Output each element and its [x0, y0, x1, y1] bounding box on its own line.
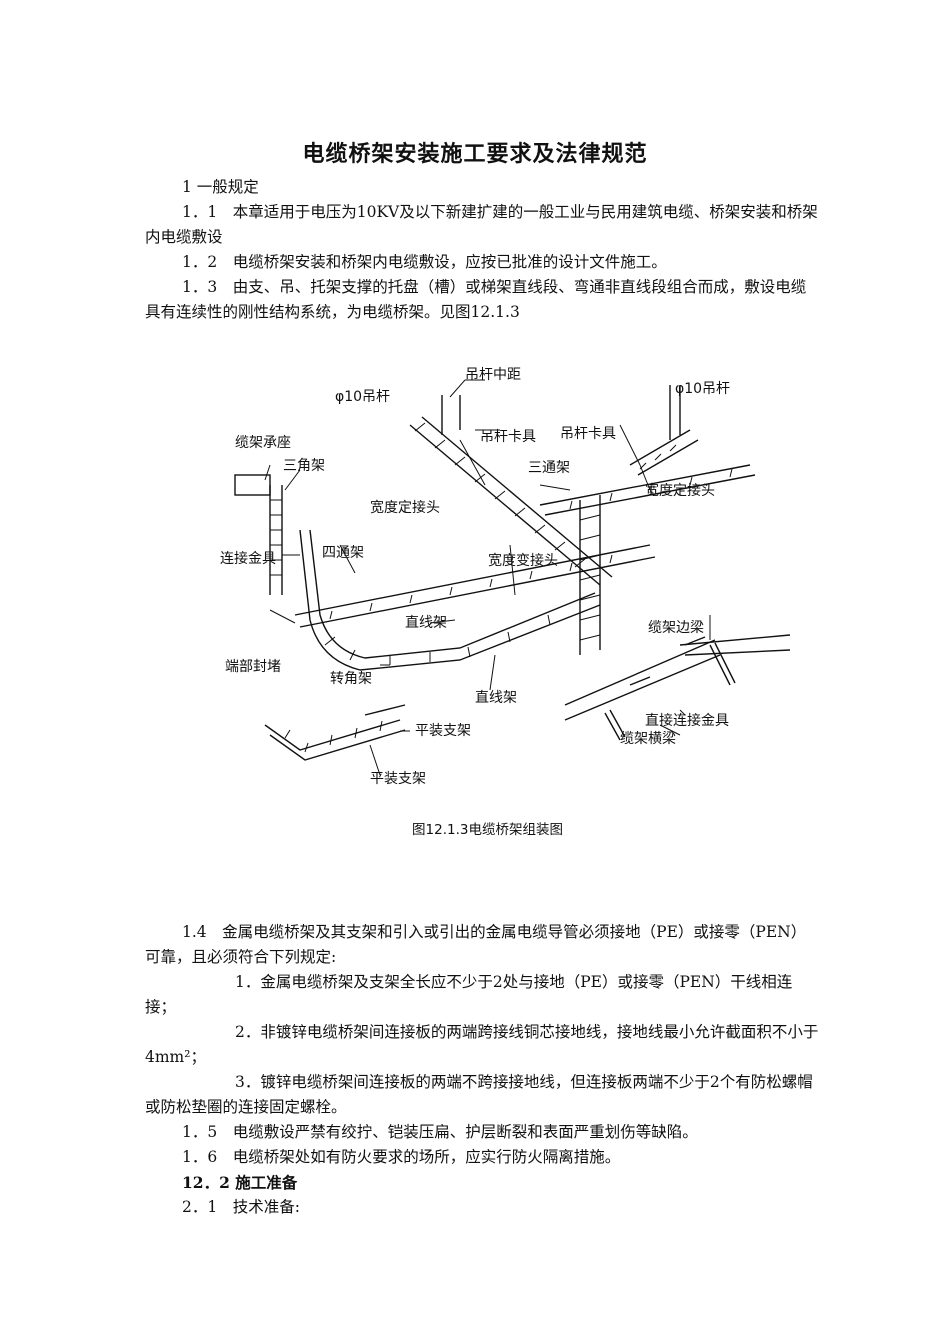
cable-tray-assembly-figure: 吊杆中距 φ10吊杆 φ10吊杆 吊杆卡具 吊杆卡具 缆架承座 三角架 三通架 …: [210, 355, 791, 795]
paragraph-1-1: 1．1 本章适用于电压为10KV及以下新建扩建的一般工业与民用建筑电缆、桥架安装…: [145, 203, 818, 246]
label-width-joint-right: 宽度定接头: [645, 482, 715, 499]
paragraph-general: 1 一般规定: [182, 178, 259, 196]
label-cross: 四通架: [322, 545, 364, 561]
label-rod-spacing: 吊杆中距: [465, 367, 521, 383]
document-title: 电缆桥架安装施工要求及法律规范: [302, 142, 648, 167]
label-flat-bracket-right: 平装支架: [415, 723, 471, 739]
label-straight-upper: 直线架: [405, 614, 447, 631]
label-width-joint-left: 宽度定接头: [370, 499, 440, 516]
paragraph-2-1: 2．1 技术准备:: [182, 1198, 300, 1216]
paragraph-1-2: 1．2 电缆桥架安装和桥架内电缆敷设，应按已批准的设计文件施工。: [182, 253, 667, 271]
label-bearing-seat: 缆架承座: [235, 435, 291, 451]
section-heading-12-2: 12．2 施工准备: [182, 1173, 298, 1192]
paragraph-1-4-item-1: 1．金属电缆桥架及支架全长应不少于2处与接地（PE）或接零（PEN）干线相连接；: [145, 973, 793, 1016]
cable-tray-diagram: 吊杆中距 φ10吊杆 φ10吊杆 吊杆卡具 吊杆卡具 缆架承座 三角架 三通架 …: [220, 367, 791, 787]
paragraph-1-4-item-2: 2．非镀锌电缆桥架间连接板的两端跨接线铜芯接地线，接地线最小允许截面积不小于4m…: [145, 1023, 819, 1066]
label-connector: 连接金具: [220, 550, 276, 567]
label-rod-left: φ10吊杆: [335, 389, 390, 405]
label-rod-right: φ10吊杆: [675, 381, 730, 397]
label-tee: 三通架: [528, 460, 570, 476]
label-straight-lower: 直线架: [475, 689, 517, 706]
paragraph-1-4-item-3: 3．镀锌电缆桥架间连接板的两端不跨接接地线，但连接板两端不少于2个有防松螺帽或防…: [145, 1073, 813, 1116]
label-rod-clamp-left: 吊杆卡具: [480, 429, 536, 445]
label-flat-bracket-bottom: 平装支架: [370, 771, 426, 787]
label-end-cap: 端部封堵: [225, 659, 281, 675]
label-triangle-bracket: 三角架: [283, 458, 325, 474]
label-rod-clamp-right: 吊杆卡具: [560, 426, 616, 442]
paragraph-1-3: 1．3 由支、吊、托架支撑的托盘（槽）或梯架直线段、弯通非直线段组合而成，敷设电…: [145, 278, 807, 321]
paragraph-1-6: 1．6 电缆桥架处如有防火要求的场所，应实行防火隔离措施。: [182, 1148, 621, 1166]
label-cross-beam: 缆架横梁: [620, 731, 676, 747]
label-side-beam: 缆架边梁: [648, 620, 704, 636]
label-elbow: 转角架: [330, 671, 372, 687]
figure-caption: 图12.1.3电缆桥架组装图: [412, 822, 563, 838]
paragraph-1-4: 1.4 金属电缆桥架及其支架和引入或引出的金属电缆导管必须接地（PE）或接零（P…: [145, 923, 807, 966]
label-reducer: 宽度变接头: [488, 552, 558, 569]
paragraph-1-5: 1．5 电缆敷设严禁有绞拧、铠装压扁、护层断裂和表面严重划伤等缺陷。: [182, 1123, 698, 1141]
label-direct-connector: 直接连接金具: [645, 712, 729, 729]
